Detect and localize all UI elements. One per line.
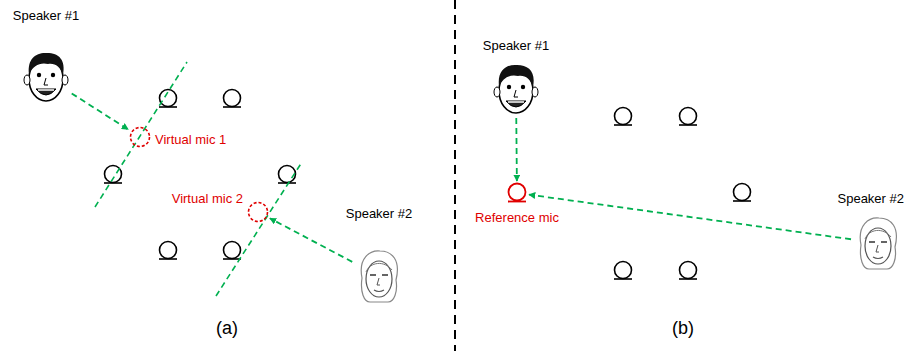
speaker-icon: Speaker #2 [853, 215, 903, 271]
array-axis-lines [95, 62, 302, 296]
rmic-icon [506, 182, 528, 204]
speaker-icon: Speaker #2 [354, 248, 404, 304]
panel-label: (a) [216, 318, 238, 338]
speaker-icon: Speaker #1 [22, 50, 70, 104]
speaker-label: Speaker #2 [838, 191, 905, 206]
panel-label: (b) [672, 318, 694, 338]
speaker-icon: Speaker #1 [492, 62, 540, 116]
mic-label: Reference mic [475, 210, 559, 225]
microphone-symbols [104, 90, 751, 280]
vmic-icon [129, 126, 151, 148]
speaker-label: Speaker #1 [483, 38, 550, 53]
woman-icon [853, 215, 903, 271]
speaker-label: Speaker #2 [346, 206, 413, 221]
sound-path-arrow [270, 218, 352, 262]
woman-icon [354, 248, 404, 304]
microphone-node: Reference mic [506, 182, 528, 204]
panel-divider [454, 0, 456, 351]
man-icon [22, 50, 70, 104]
microphone-node: Virtual mic 2 [247, 201, 269, 223]
mic-label: Virtual mic 2 [172, 191, 243, 206]
vmic-icon [247, 201, 269, 223]
sound-path-arrow [72, 93, 128, 129]
sound-path-arrow [529, 195, 851, 240]
mic-label: Virtual mic 1 [155, 132, 226, 147]
microphone-node: Virtual mic 1 [129, 126, 151, 148]
speaker-label: Speaker #1 [13, 8, 80, 23]
sound-path-arrow [515, 118, 517, 181]
man-icon [492, 62, 540, 116]
